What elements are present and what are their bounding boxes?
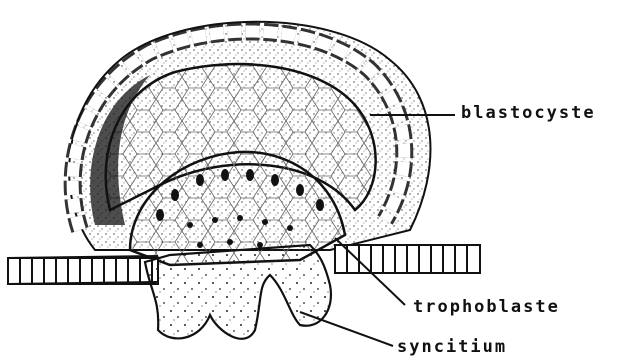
label-blastocyst: blastocyste xyxy=(461,103,596,123)
label-trophoblast: trophoblaste xyxy=(413,297,560,317)
syncitium-mass xyxy=(145,245,331,339)
epithelium-left xyxy=(8,256,158,284)
label-syncitium: syncitium xyxy=(397,337,507,357)
leader-line-syncitium xyxy=(300,312,393,346)
